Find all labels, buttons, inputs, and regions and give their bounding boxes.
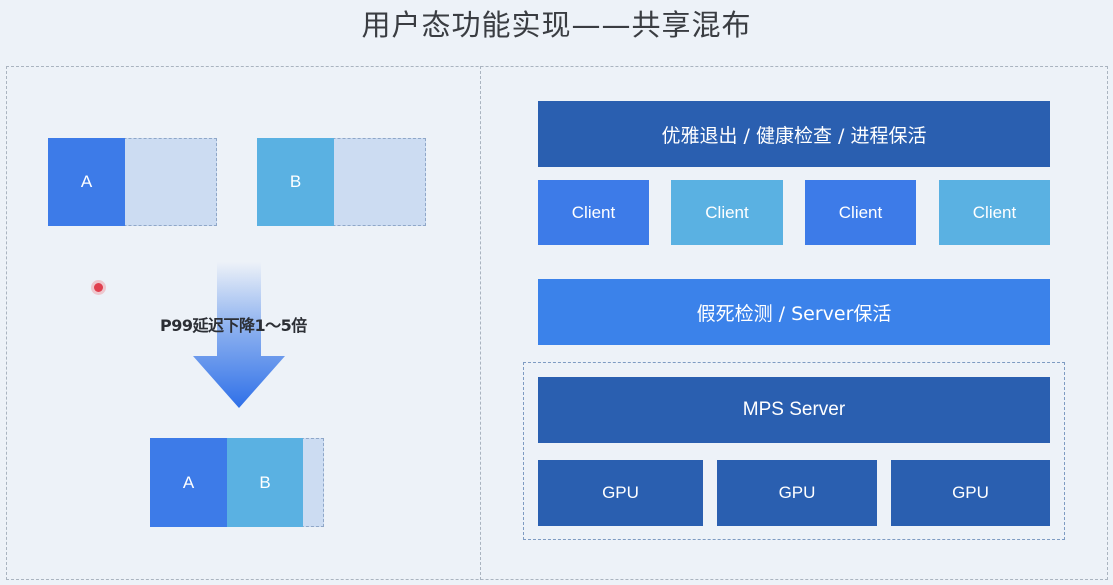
diagram-frame bbox=[6, 66, 1108, 580]
mps-server-label: MPS Server bbox=[742, 399, 846, 420]
gpu-label: GPU bbox=[952, 483, 989, 502]
client-label: Client bbox=[705, 202, 749, 222]
client-label: Client bbox=[571, 202, 616, 222]
block-a-before: A bbox=[48, 138, 125, 226]
client-box-2: Client bbox=[671, 180, 783, 245]
block-a-after: A bbox=[150, 438, 227, 527]
top-bar: 优雅退出 / 健康检查 / 进程保活 bbox=[538, 101, 1050, 167]
mps-server-box: MPS Server bbox=[538, 377, 1050, 443]
client-box-1: Client bbox=[538, 180, 649, 245]
middle-bar: 假死检测 / Server保活 bbox=[538, 279, 1050, 345]
top-bar-label: 优雅退出 / 健康检查 / 进程保活 bbox=[661, 124, 927, 147]
gpu-label: GPU bbox=[602, 483, 639, 502]
middle-bar-label: 假死检测 / Server保活 bbox=[696, 302, 892, 325]
client-label: Client bbox=[838, 202, 883, 222]
client-box-4: Client bbox=[939, 180, 1050, 245]
pointer-dot bbox=[94, 283, 103, 292]
block-b-before: B bbox=[257, 138, 334, 226]
down-arrow-icon bbox=[193, 262, 285, 408]
block-a-label: A bbox=[80, 172, 93, 191]
gpu-box-3: GPU bbox=[891, 460, 1050, 526]
block-b-label: B bbox=[289, 172, 302, 191]
gpu-label: GPU bbox=[778, 483, 816, 502]
block-b-after-label: B bbox=[259, 472, 271, 492]
client-label: Client bbox=[972, 202, 1017, 222]
slide-title: 用户态功能实现——共享混布 bbox=[361, 8, 752, 42]
block-a-after-label: A bbox=[182, 472, 195, 492]
latency-label: P99延迟下降1～5倍 bbox=[160, 316, 307, 335]
gpu-box-2: GPU bbox=[717, 460, 877, 526]
server-group-frame bbox=[523, 362, 1065, 540]
block-b-after: B bbox=[227, 438, 303, 527]
client-box-3: Client bbox=[805, 180, 916, 245]
panel-divider bbox=[480, 66, 481, 580]
gpu-box-1: GPU bbox=[538, 460, 703, 526]
